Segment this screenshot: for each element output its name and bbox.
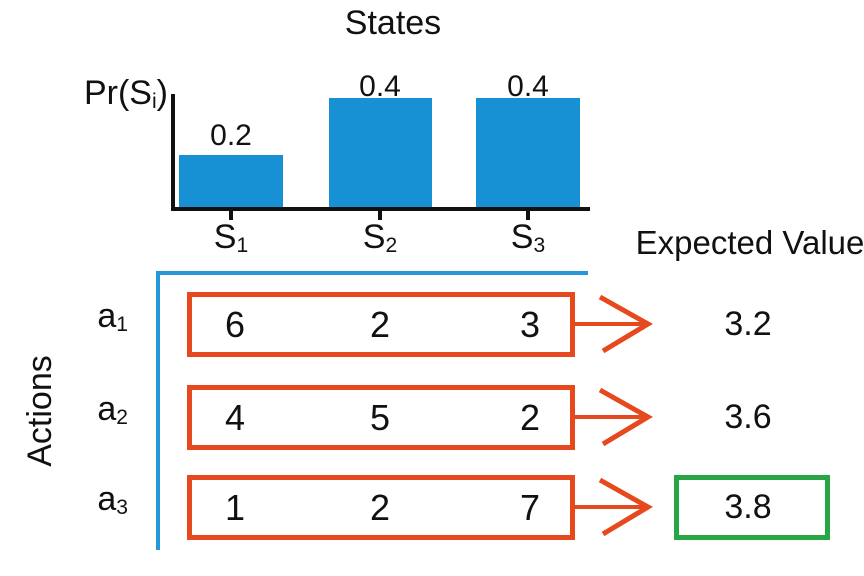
state-label-s1-sub: 1 xyxy=(236,233,249,257)
best-value-box xyxy=(674,475,830,540)
x-axis-tick-s3 xyxy=(526,211,530,220)
matrix-bracket-left-line xyxy=(156,271,160,550)
state-label-s3-sub: 3 xyxy=(533,233,546,257)
arrow-right-icon xyxy=(574,477,653,537)
payoff-cell-a2-s3: 2 xyxy=(519,397,541,438)
state-label-s2-base: S xyxy=(362,218,386,256)
payoff-row-box-a2 xyxy=(187,385,575,450)
x-axis-tick-s2 xyxy=(378,211,382,220)
action-label-a2-sub: 2 xyxy=(116,405,128,429)
matrix-bracket-top-line xyxy=(156,271,588,275)
bar-s1 xyxy=(179,155,283,211)
expected-value-a2: 3.6 xyxy=(724,398,772,436)
action-label-a3-sub: 3 xyxy=(116,495,128,519)
state-label-s3-base: S xyxy=(510,218,534,256)
expected-value-a3: 3.8 xyxy=(724,488,772,526)
states-title: States xyxy=(344,4,442,42)
arrow-right-icon xyxy=(574,387,653,447)
payoff-cell-a3-s3: 7 xyxy=(519,487,541,528)
arrow-right-icon xyxy=(574,294,653,354)
state-label-s1: S1 xyxy=(191,218,271,257)
state-label-s2-sub: 2 xyxy=(385,233,398,257)
payoff-cell-a3-s2: 2 xyxy=(369,487,391,528)
payoff-cell-a2-s2: 5 xyxy=(369,397,391,438)
expected-value-header: Expected Value xyxy=(635,224,864,261)
state-label-s3: S3 xyxy=(488,218,568,257)
payoff-row-box-a3 xyxy=(187,475,575,540)
probability-axis-label-sub: i xyxy=(151,89,157,113)
probability-axis-label-pre: Pr(S xyxy=(83,74,152,112)
state-label-s2: S2 xyxy=(340,218,420,257)
bar-s2 xyxy=(329,98,432,211)
action-label-a2-base: a xyxy=(97,390,117,428)
bar-value-label-s2: 0.4 xyxy=(359,70,401,103)
expected-value-a1: 3.2 xyxy=(724,305,772,343)
payoff-cell-a3-s1: 1 xyxy=(224,487,246,528)
payoff-cell-a1-s3: 3 xyxy=(519,304,541,345)
bar-value-label-s3: 0.4 xyxy=(507,70,549,103)
action-label-a3: a3 xyxy=(48,480,128,519)
bar-s3 xyxy=(476,98,580,211)
state-label-s1-base: S xyxy=(213,218,237,256)
x-axis-tick-s1 xyxy=(229,211,233,220)
payoff-cell-a2-s1: 4 xyxy=(224,397,246,438)
payoff-row-box-a1 xyxy=(187,292,575,357)
payoff-cell-a1-s2: 2 xyxy=(369,304,391,345)
bar-value-label-s1: 0.2 xyxy=(210,119,252,152)
action-label-a1-base: a xyxy=(97,297,117,335)
action-label-a1-sub: 1 xyxy=(116,312,128,336)
y-axis-line xyxy=(171,94,175,211)
probability-axis-label-post: ) xyxy=(156,74,168,112)
x-axis-line xyxy=(171,207,590,211)
action-label-a2: a2 xyxy=(48,390,128,429)
action-label-a3-base: a xyxy=(97,480,117,518)
payoff-cell-a1-s1: 6 xyxy=(224,304,246,345)
action-label-a1: a1 xyxy=(48,297,128,336)
probability-axis-label: Pr(Si) xyxy=(52,74,168,113)
